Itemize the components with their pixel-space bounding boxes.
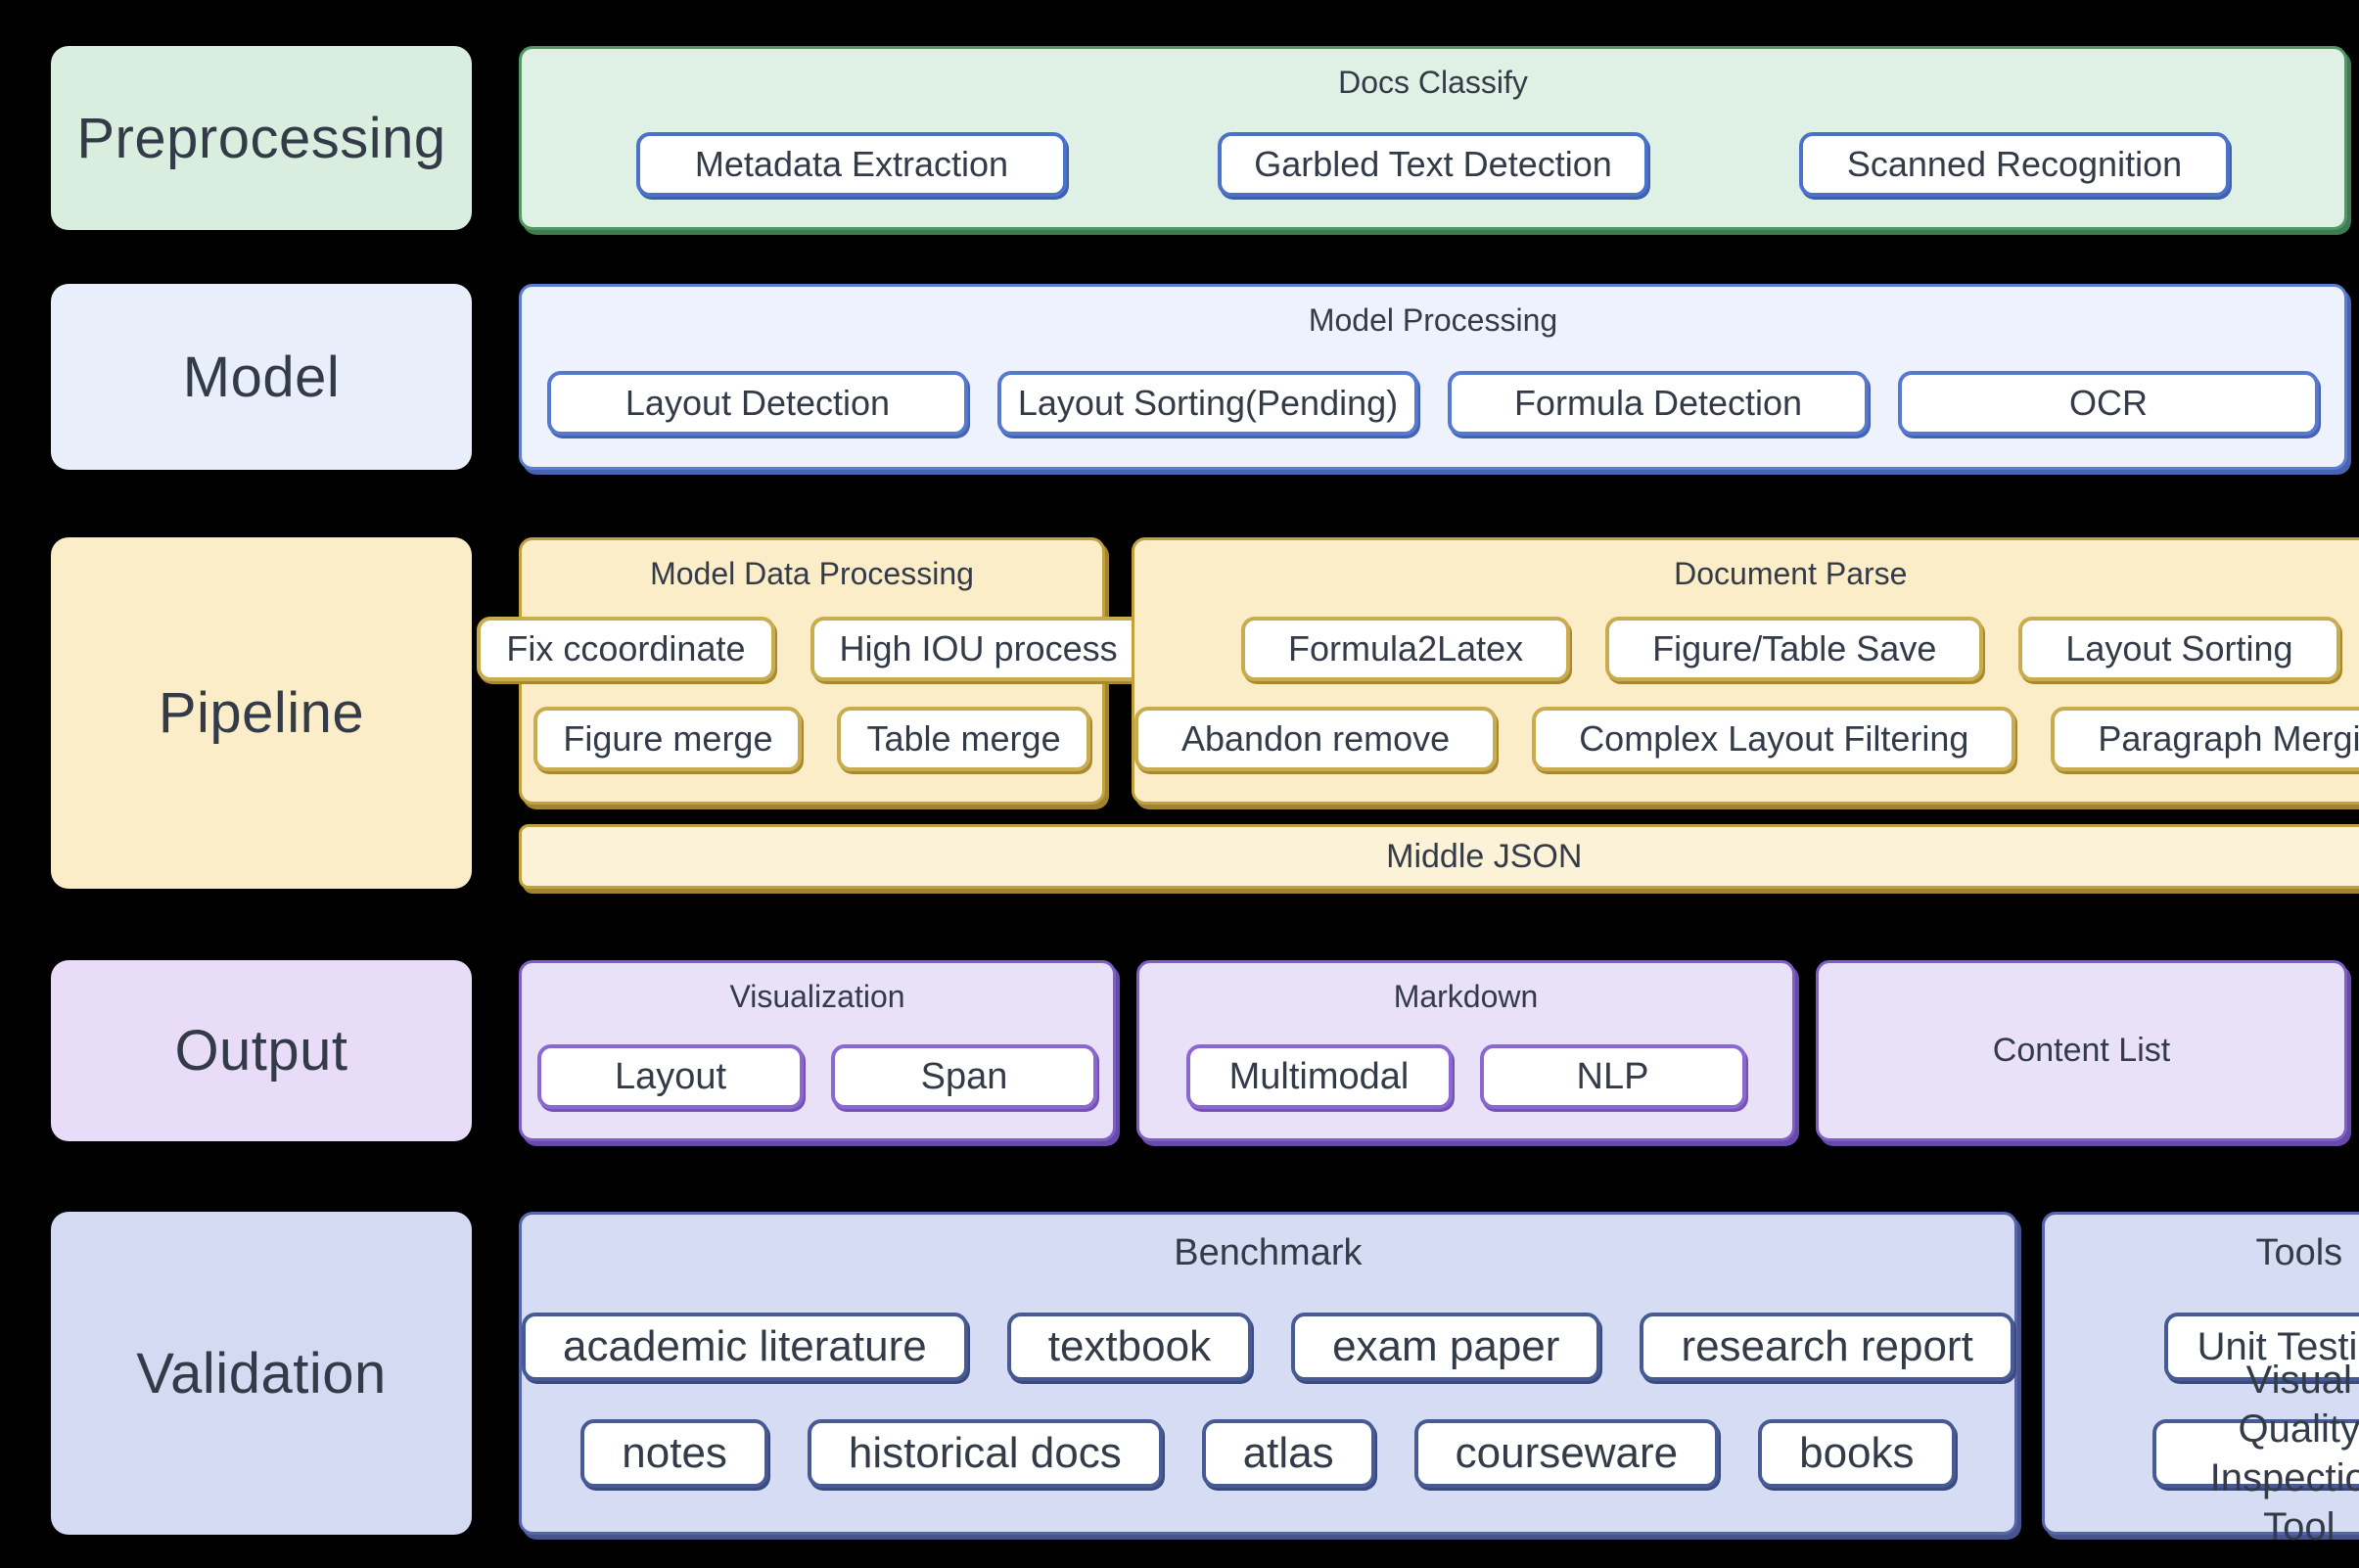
row-label-preprocessing: Preprocessing — [51, 46, 472, 230]
node-row: Visual Quality Inspection Tool — [2045, 1359, 2359, 1548]
section-document-parse: Document Parse Formula2Latex Figure/Tabl… — [1132, 537, 2359, 805]
row-pipeline: Pipeline Model Data Processing Fix ccoor… — [51, 537, 2359, 889]
node-garbled-text-detection: Garbled Text Detection — [1218, 131, 1648, 197]
section-tools: Tools Unit Testing Visual Quality Inspec… — [2041, 1212, 2359, 1548]
node-row: Formula2Latex Figure/Table Save Layout S… — [1134, 617, 2359, 682]
node-ocr: OCR — [1898, 370, 2319, 436]
row-preprocessing: Preprocessing Docs Classify Metadata Ext… — [51, 46, 2347, 230]
node-research-report: research report — [1640, 1313, 2014, 1381]
node-abandon-remove: Abandon remove — [1134, 706, 1498, 771]
tools-nodes: Unit Testing Visual Quality Inspection T… — [2045, 1274, 2359, 1548]
section-title-model-processing: Model Processing — [1308, 302, 1558, 338]
node-high-iou-process: High IOU process — [809, 617, 1147, 682]
row-label-output: Output — [51, 960, 472, 1141]
row-model: Model Model Processing Layout Detection … — [51, 284, 2347, 470]
row-validation: Validation Benchmark academic literature… — [51, 1212, 2359, 1548]
section-title-content-list: Content List — [1992, 1032, 2171, 1069]
node-row: Abandon remove Complex Layout Filtering … — [1134, 706, 2359, 771]
node-row: Unit Testing — [2045, 1313, 2359, 1381]
row-content-pipeline: Model Data Processing Fix ccoordinate Hi… — [477, 537, 2359, 889]
node-layout-detection: Layout Detection — [547, 370, 968, 436]
node-unit-testing: Unit Testing — [2163, 1313, 2359, 1381]
document-parse-nodes: Formula2Latex Figure/Table Save Layout S… — [1134, 592, 2359, 802]
node-row: Fix ccoordinate High IOU process — [477, 617, 1147, 682]
row-label-pipeline: Pipeline — [51, 537, 472, 889]
node-nlp: NLP — [1479, 1044, 1746, 1109]
section-model-data-processing: Model Data Processing Fix ccoordinate Hi… — [477, 537, 1147, 805]
node-paragraph-merging: Paragraph Merging — [2051, 706, 2359, 771]
node-layout-sorting-pending: Layout Sorting(Pending) — [997, 370, 1418, 436]
node-formula2latex: Formula2Latex — [1241, 617, 1571, 682]
node-exam-paper: exam paper — [1291, 1313, 1601, 1381]
node-multimodal: Multimodal — [1185, 1044, 1453, 1109]
row-content-preprocessing: Docs Classify Metadata Extraction Garble… — [519, 46, 2347, 230]
node-metadata-extraction: Metadata Extraction — [636, 131, 1067, 197]
section-docs-classify: Docs Classify Metadata Extraction Garble… — [519, 46, 2347, 230]
node-span: Span — [831, 1044, 1097, 1109]
section-title-benchmark: Benchmark — [1174, 1232, 1363, 1273]
node-figure-table-save: Figure/Table Save — [1605, 617, 1984, 682]
node-visual-quality-inspection-tool: Visual Quality Inspection Tool — [2151, 1359, 2359, 1548]
node-row: academic literature textbook exam paper … — [522, 1313, 2014, 1381]
section-title-model-data-processing: Model Data Processing — [650, 556, 974, 591]
section-title-docs-classify: Docs Classify — [1338, 65, 1528, 100]
model-processing-nodes: Layout Detection Layout Sorting(Pending)… — [522, 339, 2344, 467]
section-visualization: Visualization Layout Span — [519, 960, 1116, 1141]
node-fix-ccoordinate: Fix ccoordinate — [477, 617, 775, 682]
docs-classify-nodes: Metadata Extraction Garbled Text Detecti… — [522, 101, 2344, 227]
node-notes: notes — [580, 1419, 768, 1488]
node-row: Figure merge Table merge — [522, 706, 1102, 771]
row-output: Output Visualization Layout Span Markdow… — [51, 960, 2347, 1141]
node-row: notes historical docs atlas courseware b… — [522, 1419, 2014, 1488]
section-model-processing: Model Processing Layout Detection Layout… — [519, 284, 2347, 470]
node-layout-sorting: Layout Sorting — [2018, 617, 2340, 682]
node-textbook: textbook — [1006, 1313, 1253, 1381]
node-historical-docs: historical docs — [807, 1419, 1163, 1488]
benchmark-nodes: academic literature textbook exam paper … — [522, 1274, 2014, 1532]
pipeline-sections: Model Data Processing Fix ccoordinate Hi… — [477, 537, 2359, 805]
node-complex-layout-filtering: Complex Layout Filtering — [1532, 706, 2016, 771]
markdown-nodes: Multimodal NLP — [1139, 1015, 1792, 1138]
node-layout: Layout — [537, 1044, 804, 1109]
node-academic-literature: academic literature — [522, 1313, 968, 1381]
model-data-processing-nodes: Fix ccoordinate High IOU process Figure … — [477, 592, 1147, 802]
section-title-markdown: Markdown — [1393, 979, 1539, 1014]
node-figure-merge: Figure merge — [533, 706, 803, 771]
row-content-output: Visualization Layout Span Markdown Multi… — [519, 960, 2347, 1141]
section-title-document-parse: Document Parse — [1674, 556, 1908, 591]
row-label-validation: Validation — [51, 1212, 472, 1535]
section-benchmark: Benchmark academic literature textbook e… — [519, 1212, 2017, 1535]
node-books: books — [1758, 1419, 1956, 1488]
node-courseware: courseware — [1413, 1419, 1720, 1488]
visualization-nodes: Layout Span — [522, 1015, 1113, 1138]
section-title-tools: Tools — [2255, 1232, 2343, 1273]
node-atlas: atlas — [1201, 1419, 1375, 1488]
section-content-list: Content List — [1816, 960, 2347, 1141]
node-table-merge: Table merge — [837, 706, 1090, 771]
section-title-visualization: Visualization — [729, 979, 905, 1014]
row-content-validation: Benchmark academic literature textbook e… — [519, 1212, 2359, 1548]
row-label-model: Model — [51, 284, 472, 470]
node-formula-detection: Formula Detection — [1448, 370, 1869, 436]
section-markdown: Markdown Multimodal NLP — [1136, 960, 1795, 1141]
node-scanned-recognition: Scanned Recognition — [1799, 131, 2230, 197]
row-content-model: Model Processing Layout Detection Layout… — [519, 284, 2347, 470]
middle-json-bar: Middle JSON — [519, 824, 2359, 889]
